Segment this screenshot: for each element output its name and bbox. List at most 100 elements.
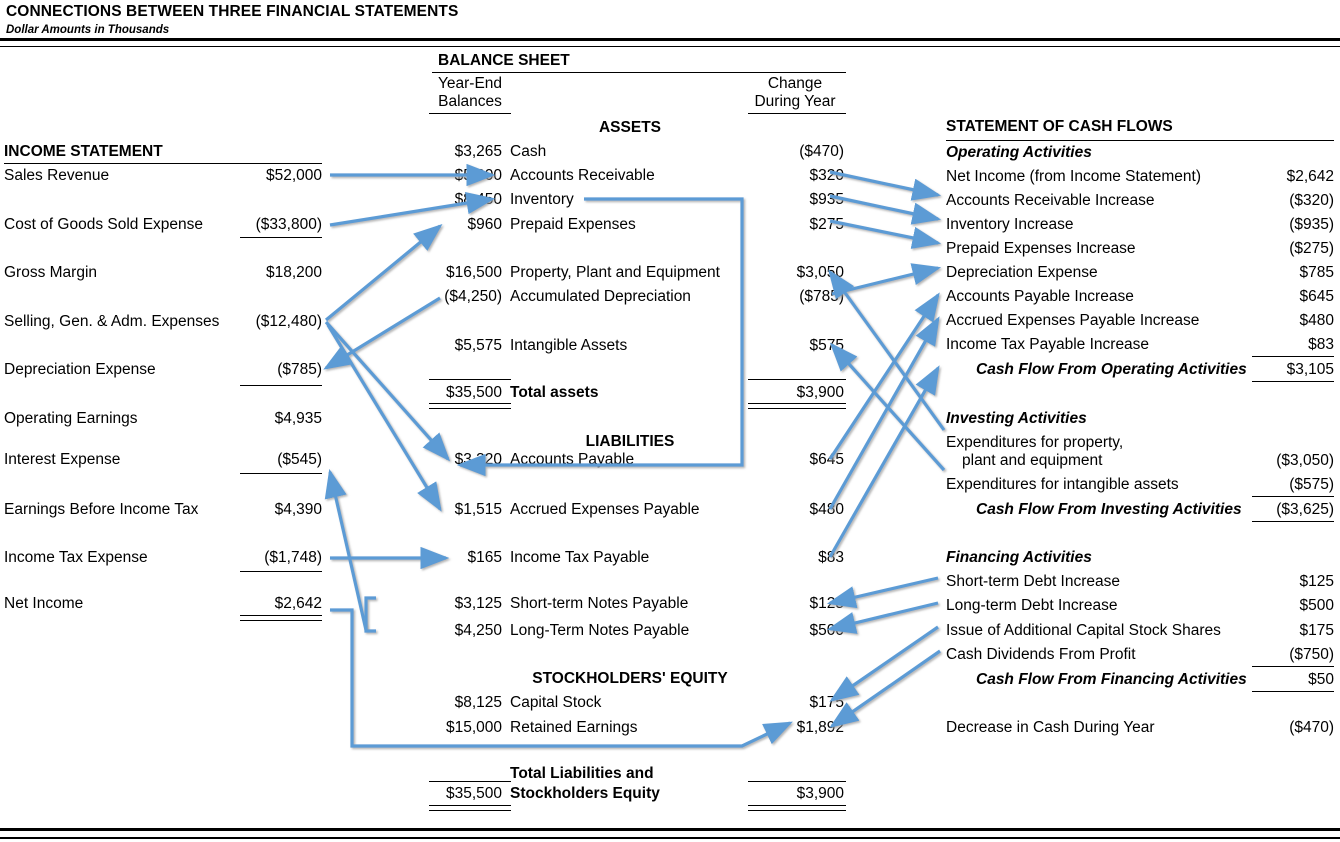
- arrow-tax-payable-change-to-cf: [828, 365, 940, 558]
- cf-value-cash-dividends: ($750): [1289, 646, 1334, 663]
- cf-value-short-term-debt-increase: $125: [1299, 573, 1334, 590]
- bs-change-accounts-receivable: $320: [809, 167, 844, 184]
- page-subtitle: Dollar Amounts in Thousands: [6, 24, 170, 36]
- bs-balance-inventory: $8,450: [454, 191, 502, 208]
- bs-label-inventory: Inventory: [510, 191, 574, 208]
- cf-label-intangible-expenditures: Expenditures for intangible assets: [946, 476, 1179, 493]
- is-label-operating-earnings: Operating Earnings: [4, 410, 138, 427]
- bs-total-rule-right: [748, 781, 846, 782]
- bs-col-change-line2: During Year: [754, 93, 836, 110]
- cf-label-ppe-expenditures-line1: Expenditures for property,: [946, 434, 1124, 451]
- cf-label-income-tax-payable-increase: Income Tax Payable Increase: [946, 336, 1150, 353]
- is-rule-interest: [240, 473, 322, 474]
- cf-financing-rule-bottom: [1252, 691, 1334, 692]
- header-rule: [0, 38, 1340, 47]
- bs-col-yearend-line2: Balances: [438, 93, 502, 110]
- cf-value-long-term-debt-increase: $500: [1299, 597, 1334, 614]
- cf-value-net-income: $2,642: [1286, 168, 1334, 185]
- bs-change-retained-earnings: $1,892: [796, 719, 844, 736]
- bs-change-long-term-notes-payable: $500: [809, 622, 844, 639]
- arrow-notes-to-interest: [324, 468, 368, 631]
- cash-flows-underline: [946, 140, 1334, 141]
- is-value-income-tax-expense: ($1,748): [264, 549, 322, 566]
- cf-value-operating-total: $3,105: [1286, 361, 1334, 378]
- arrow-inventory-change-to-cf: [829, 194, 942, 225]
- arrow-accum-depr-change-to-cf: [831, 263, 942, 296]
- cf-financing-rule: [1252, 666, 1334, 667]
- arrow-prepaid-change-to-cf: [829, 219, 942, 249]
- bs-change-short-term-notes-payable: $125: [809, 595, 844, 612]
- cf-operating-rule-bottom: [1252, 381, 1334, 382]
- cf-label-cash-dividends: Cash Dividends From Profit: [946, 646, 1136, 663]
- bs-balance-short-term-notes-payable: $3,125: [454, 595, 502, 612]
- bs-balance-capital-stock: $8,125: [454, 694, 502, 711]
- bs-label-total-line2: Stockholders Equity: [510, 785, 660, 802]
- arrow-long-term-debt-to-change: [826, 601, 939, 634]
- bs-label-short-term-notes-payable: Short-term Notes Payable: [510, 595, 689, 612]
- bs-change-accrued-expenses-payable: $480: [809, 501, 844, 518]
- bs-change-inventory: $935: [809, 191, 844, 208]
- bs-total-assets-doublerule-left: [429, 403, 511, 409]
- arrow-ar-change-to-cf: [829, 170, 942, 201]
- cf-label-capital-stock-issue: Issue of Additional Capital Stock Shares: [946, 622, 1221, 639]
- is-label-depreciation: Depreciation Expense: [4, 361, 156, 378]
- bs-label-accumulated-depreciation: Accumulated Depreciation: [510, 288, 691, 305]
- cf-label-prepaid-expenses-increase: Prepaid Expenses Increase: [946, 240, 1136, 257]
- cf-label-depreciation-expense: Depreciation Expense: [946, 264, 1098, 281]
- cf-label-inventory-increase: Inventory Increase: [946, 216, 1074, 233]
- bs-change-total: $3,900: [796, 785, 844, 802]
- is-label-net-income: Net Income: [4, 595, 84, 612]
- bs-balance-accounts-payable: $3,320: [454, 451, 502, 468]
- bracket-notes-payable: [364, 596, 376, 633]
- bs-change-capital-stock: $175: [809, 694, 844, 711]
- is-label-gross-margin: Gross Margin: [4, 264, 98, 281]
- bs-label-long-term-notes-payable: Long-Term Notes Payable: [510, 622, 690, 639]
- bs-label-prepaid-expenses: Prepaid Expenses: [510, 216, 636, 233]
- income-statement-title: INCOME STATEMENT: [4, 143, 163, 160]
- income-statement-underline: [4, 163, 322, 164]
- bs-change-total-assets: $3,900: [796, 384, 844, 401]
- is-value-sales-revenue: $52,000: [265, 167, 322, 184]
- is-value-gross-margin: $18,200: [265, 264, 322, 281]
- bs-total-assets-rule-right: [748, 379, 846, 380]
- assets-heading: ASSETS: [598, 119, 661, 136]
- is-rule-depreciation: [240, 385, 322, 386]
- bs-total-doublerule-left: [429, 805, 511, 811]
- is-doublerule-net-income: [240, 615, 322, 621]
- bs-change-accounts-payable: $645: [809, 451, 844, 468]
- is-label-ebit: Earnings Before Income Tax: [4, 501, 199, 518]
- bs-label-accrued-expenses-payable: Accrued Expenses Payable: [510, 501, 700, 518]
- arrow-ap-change-to-cf: [828, 292, 940, 460]
- bs-label-accounts-receivable: Accounts Receivable: [510, 167, 655, 184]
- bs-change-income-tax-payable: $83: [818, 549, 844, 566]
- bs-label-total-assets: Total assets: [510, 384, 599, 401]
- bs-balance-intangible-assets: $5,575: [454, 337, 502, 354]
- arrow-dividends-to-retained-earnings: [829, 649, 941, 728]
- cf-label-operating-total: Cash Flow From Operating Activities: [976, 361, 1247, 378]
- bs-label-accounts-payable: Accounts Payable: [510, 451, 635, 468]
- cf-value-investing-total: ($3,625): [1276, 501, 1334, 518]
- footer-rule: [0, 828, 1340, 839]
- cf-label-net-change: Decrease in Cash During Year: [946, 719, 1155, 736]
- bs-change-intangible-assets: $575: [809, 337, 844, 354]
- bs-total-rule-left: [429, 781, 511, 782]
- is-label-cogs: Cost of Goods Sold Expense: [4, 216, 204, 233]
- cf-label-investing-total: Cash Flow From Investing Activities: [976, 501, 1242, 518]
- cf-value-ppe-expenditures: ($3,050): [1276, 452, 1334, 469]
- cf-value-prepaid-expenses-increase: ($275): [1289, 240, 1334, 257]
- cf-label-short-term-debt-increase: Short-term Debt Increase: [946, 573, 1121, 590]
- is-label-interest-expense: Interest Expense: [4, 451, 121, 468]
- cf-value-intangible-expenditures: ($575): [1289, 476, 1334, 493]
- cf-label-long-term-debt-increase: Long-term Debt Increase: [946, 597, 1118, 614]
- liabilities-heading: LIABILITIES: [585, 433, 675, 450]
- is-value-cogs: ($33,800): [255, 216, 322, 233]
- bs-label-capital-stock: Capital Stock: [510, 694, 602, 711]
- bs-label-cash: Cash: [510, 143, 547, 160]
- financing-activities-heading: Financing Activities: [946, 549, 1092, 566]
- arrow-intangible-expenditures-to-change: [829, 342, 946, 472]
- arrow-inventory-to-accounts-payable: [456, 197, 744, 477]
- cf-investing-rule-bottom: [1252, 521, 1334, 522]
- cf-operating-rule: [1252, 356, 1334, 357]
- bs-balance-cash: $3,265: [454, 143, 502, 160]
